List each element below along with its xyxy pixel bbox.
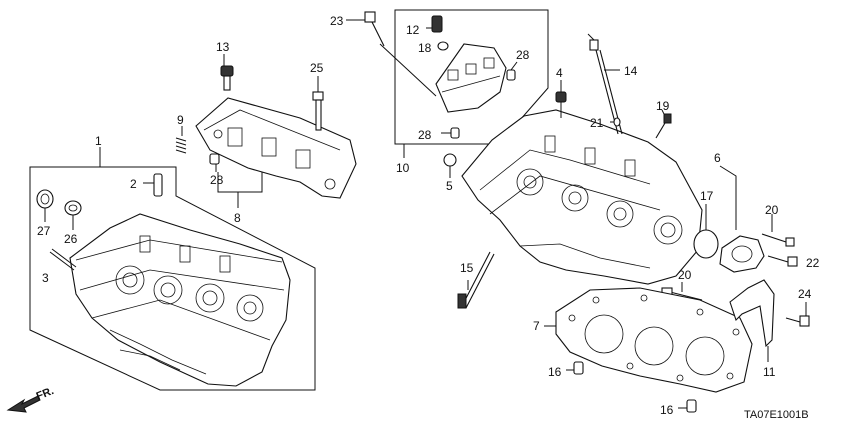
housing-6 xyxy=(719,235,765,273)
callout-12: 12 xyxy=(406,23,420,37)
collar-28a xyxy=(209,153,220,172)
callout-8: 8 xyxy=(234,211,241,225)
callout-21: 21 xyxy=(590,116,604,130)
dowel-16b xyxy=(678,399,697,413)
callout-20a: 20 xyxy=(765,203,779,217)
dowel-pin-2 xyxy=(143,173,163,197)
bolt-25 xyxy=(312,76,324,131)
oring-18 xyxy=(437,41,449,51)
callout-4: 4 xyxy=(556,66,563,80)
collar-28c xyxy=(441,127,460,139)
bolt-23 xyxy=(346,11,437,97)
callout-16b: 16 xyxy=(660,403,674,417)
callout-2: 2 xyxy=(130,177,137,191)
spark-plug-tube-15 xyxy=(457,251,495,309)
plug-5 xyxy=(443,153,457,178)
callout-20b: 20 xyxy=(678,268,692,282)
callout-11: 11 xyxy=(763,365,776,379)
callout-9: 9 xyxy=(177,113,184,127)
plug-27 xyxy=(36,189,54,222)
rocker-arm-assembly xyxy=(195,97,357,199)
callout-13: 13 xyxy=(216,40,230,54)
callout-22: 22 xyxy=(806,256,820,270)
callout-3: 3 xyxy=(42,271,49,285)
right-cylinder-head xyxy=(461,109,703,285)
callout-7: 7 xyxy=(533,319,540,333)
drawing-code: TA07E1001B xyxy=(744,409,809,421)
seal-26 xyxy=(64,200,82,230)
callout-18: 18 xyxy=(418,41,432,55)
callout-16a: 16 xyxy=(548,365,562,379)
callout-19: 19 xyxy=(656,99,670,113)
bolt-22 xyxy=(767,255,798,267)
callout-10: 10 xyxy=(396,161,410,175)
left-cylinder-head xyxy=(69,213,291,387)
group-bracket-8 xyxy=(217,166,263,208)
callout-27: 27 xyxy=(37,224,51,238)
callout-6: 6 xyxy=(714,151,721,165)
callout-25: 25 xyxy=(310,61,324,75)
plug-4 xyxy=(555,80,567,118)
callout-28b: 28 xyxy=(516,48,530,62)
callout-28c: 28 xyxy=(418,128,432,142)
spring-9 xyxy=(175,126,187,154)
callout-5: 5 xyxy=(446,179,453,193)
spool-valve-assembly xyxy=(435,43,507,113)
sensor-19 xyxy=(655,109,672,139)
group-bracket-6 xyxy=(719,165,737,230)
group-box-1 xyxy=(29,147,316,391)
callout-26: 26 xyxy=(64,232,78,246)
callout-17: 17 xyxy=(700,189,714,203)
stud-3 xyxy=(49,248,77,271)
dowel-16a xyxy=(566,361,584,375)
bolt-24 xyxy=(785,302,810,327)
bolt-20a xyxy=(761,214,795,247)
callout-14: 14 xyxy=(624,64,638,78)
callout-1: 1 xyxy=(95,134,102,148)
callout-23: 23 xyxy=(330,14,344,28)
collar-28b xyxy=(506,61,518,81)
oring-17 xyxy=(693,204,719,259)
bracket-11 xyxy=(729,279,775,362)
head-gasket-7 xyxy=(544,287,753,393)
solenoid-12 xyxy=(426,15,443,33)
callout-24: 24 xyxy=(798,287,812,301)
front-label: FR. xyxy=(35,385,56,403)
bolt-13 xyxy=(220,54,234,91)
callout-15: 15 xyxy=(460,261,474,275)
dowel-21 xyxy=(610,117,621,127)
front-arrow-icon xyxy=(6,395,41,413)
callout-28a: 28 xyxy=(210,173,224,187)
